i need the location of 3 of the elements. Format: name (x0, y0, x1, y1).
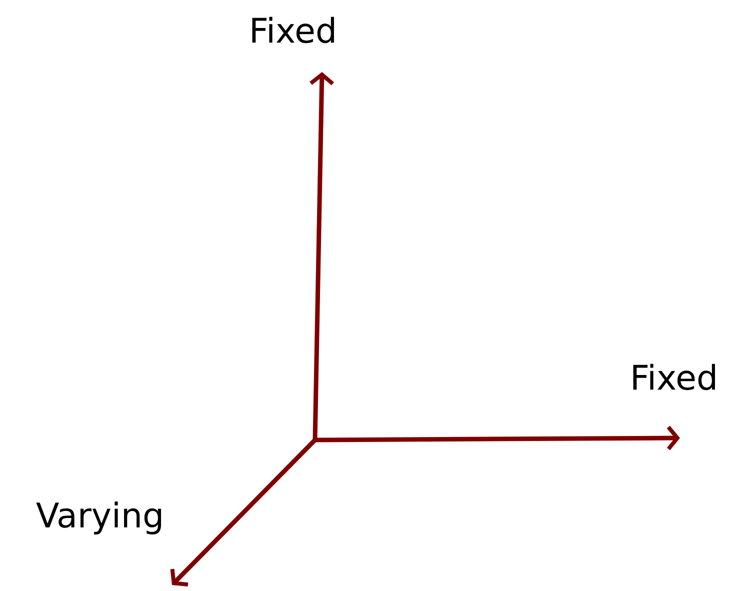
axis-label: Fixed (252, 16, 334, 44)
axis-label: Fixed (633, 364, 715, 390)
axis-label: Varying (36, 502, 162, 534)
